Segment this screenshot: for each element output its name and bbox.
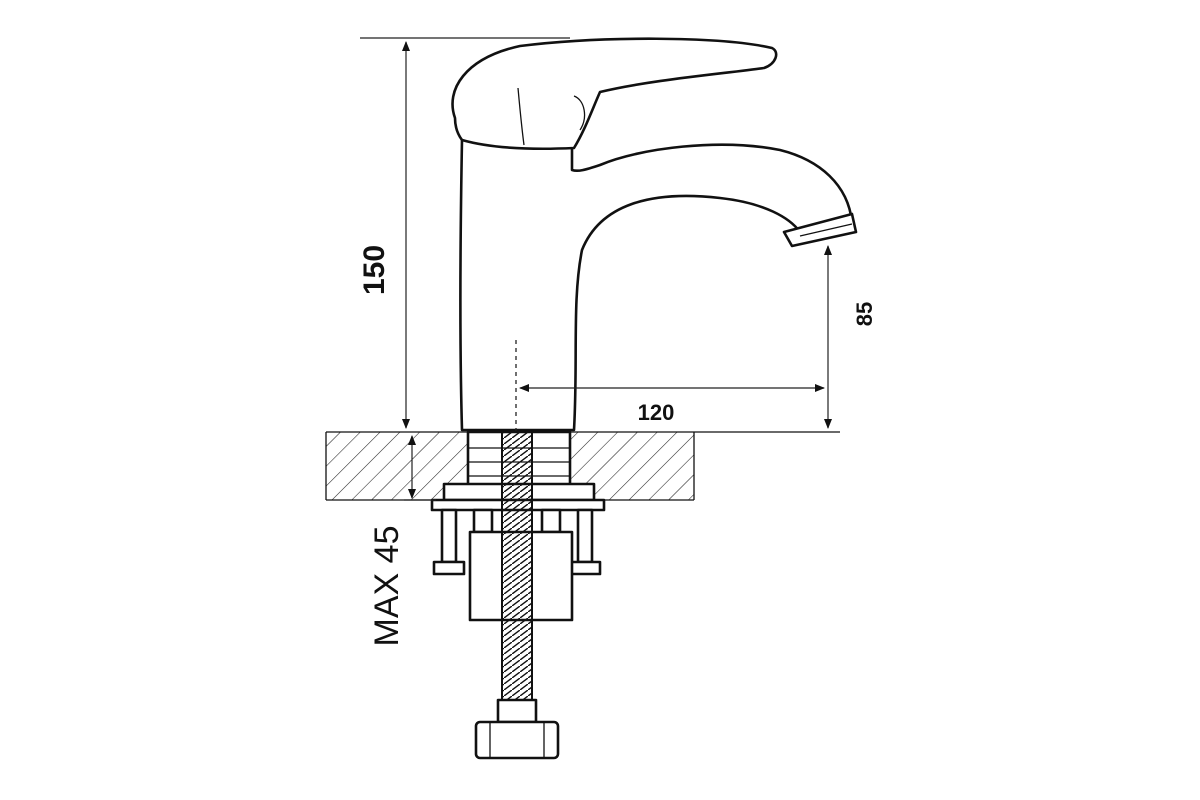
fitting-neck — [496, 698, 538, 724]
right-nut — [568, 560, 602, 576]
right-stud — [576, 508, 594, 564]
max-thickness-label: MAX 45 — [368, 526, 406, 647]
lever-handle — [451, 37, 778, 151]
spout-aerator — [782, 212, 858, 248]
handle-cap-line — [517, 87, 525, 146]
faucet — [451, 37, 858, 432]
left-stud — [440, 508, 458, 564]
threaded-rod — [501, 431, 533, 703]
total-height-label: 150 — [358, 245, 391, 295]
left-nut — [432, 560, 466, 576]
right-bracket — [540, 508, 562, 534]
dim-spout-reach: 120 — [519, 384, 825, 425]
handle-joint — [573, 95, 586, 131]
dim-max-thickness: MAX 45 — [368, 435, 436, 647]
aerator-line — [799, 223, 853, 237]
mounting-assembly — [430, 430, 606, 760]
dim-total-height: 150 — [358, 37, 570, 429]
spout-height-label: 85 — [852, 302, 877, 326]
spout-reach-label: 120 — [638, 400, 675, 425]
faucet-body-spout — [459, 138, 854, 432]
left-bracket — [472, 508, 494, 534]
hose-connector — [474, 720, 560, 760]
dim-spout-height: 85 — [824, 245, 877, 429]
